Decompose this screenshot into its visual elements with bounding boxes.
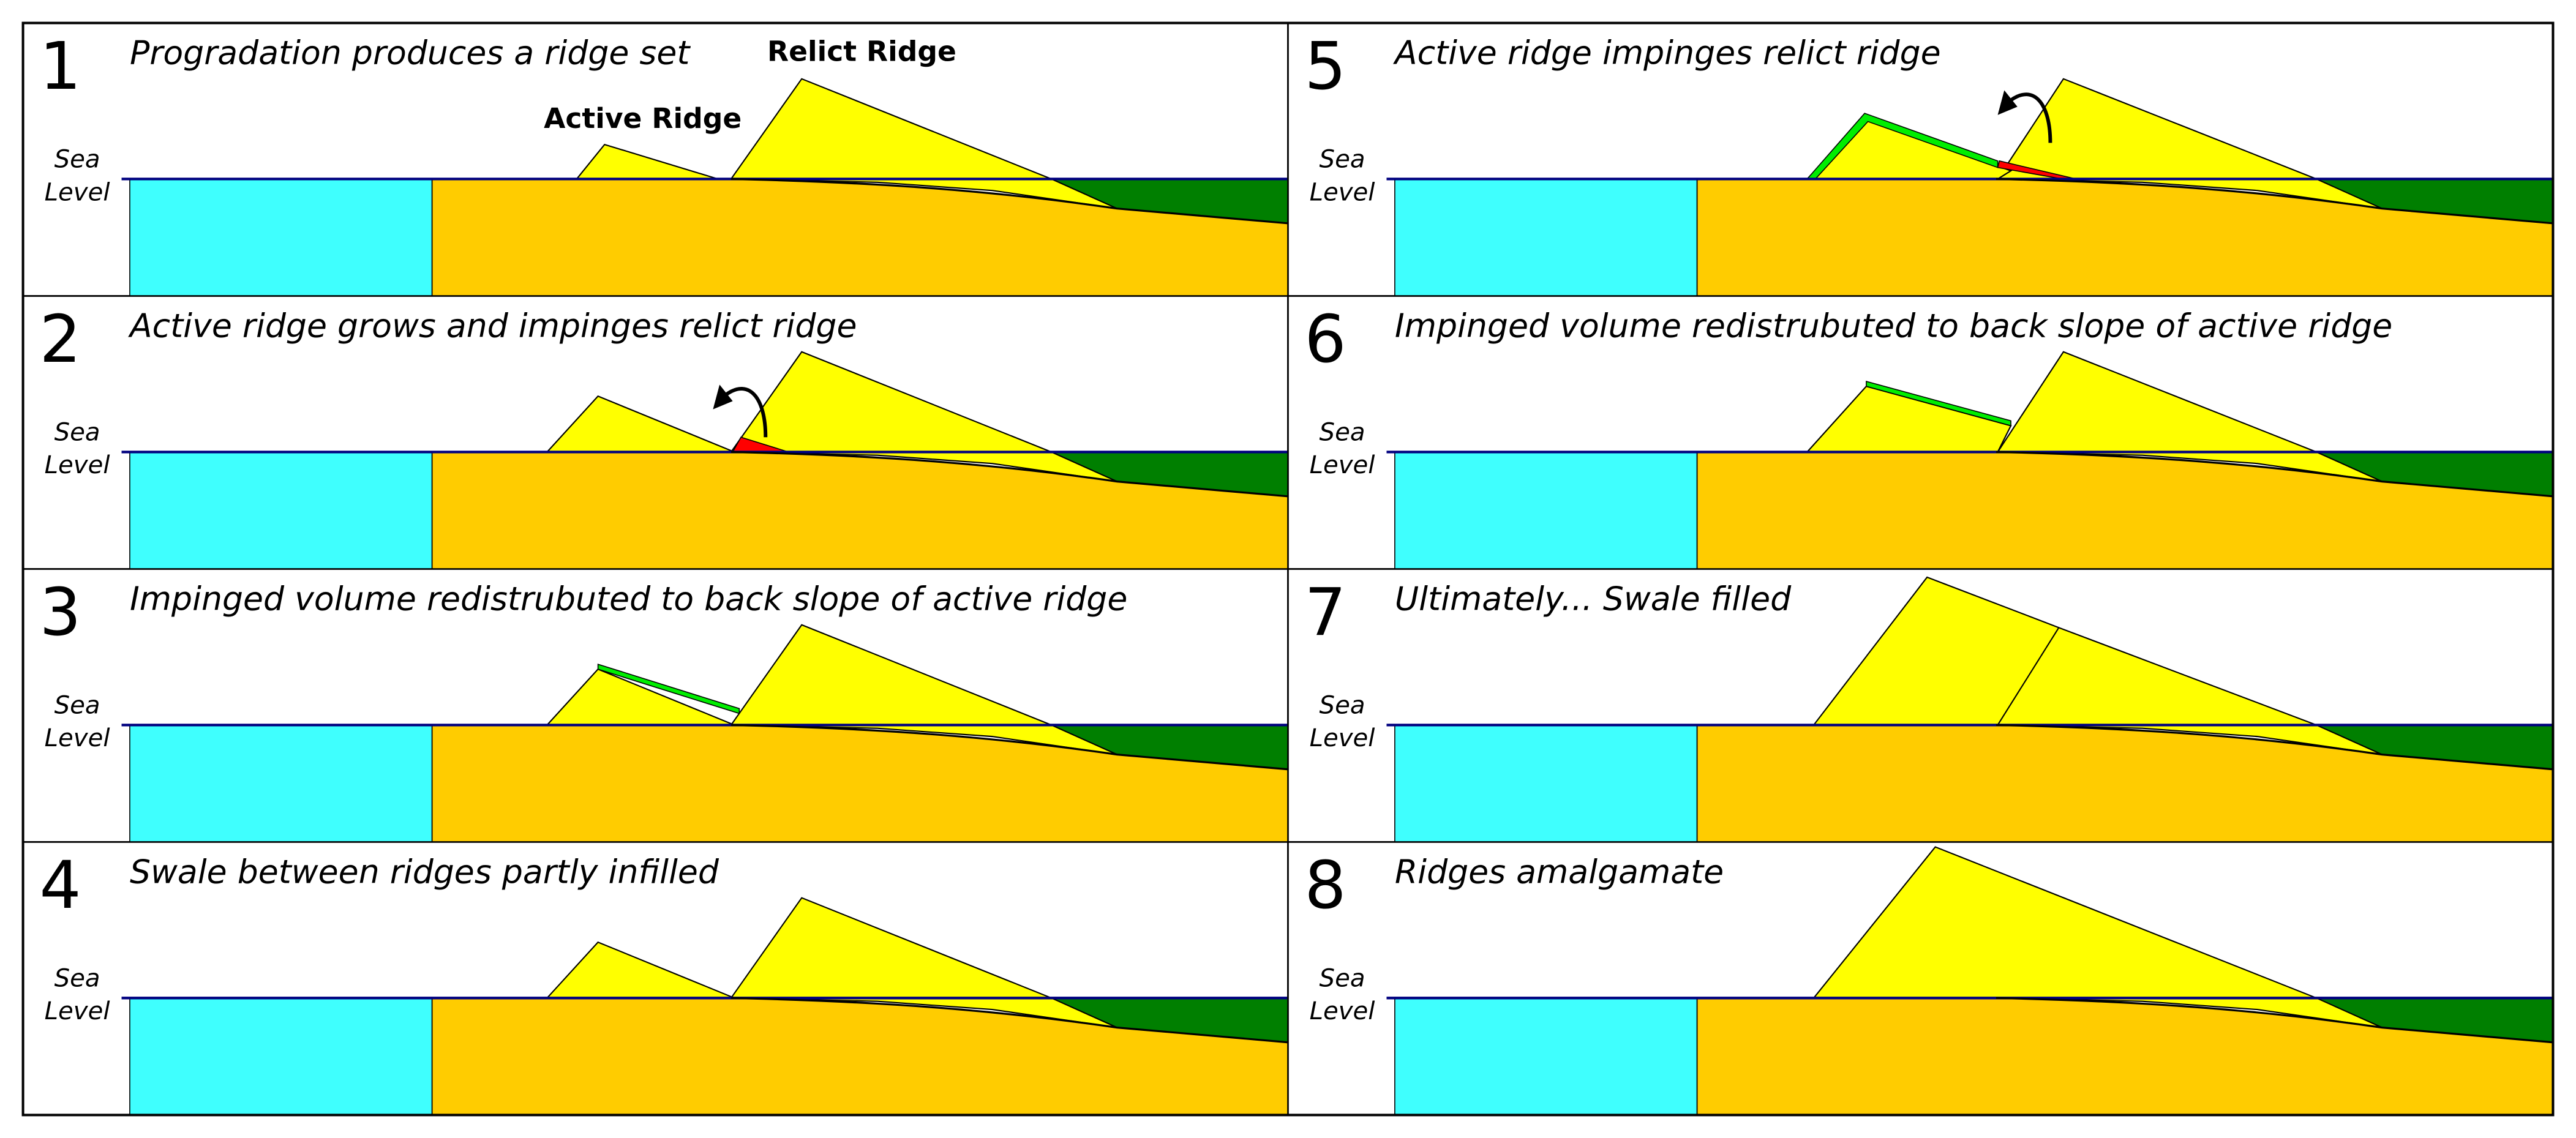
marine-deposit bbox=[2274, 725, 2553, 769]
sand-base bbox=[432, 725, 1288, 842]
marine-deposit bbox=[2274, 998, 2553, 1043]
sand-base bbox=[432, 179, 1288, 296]
sea-level-label: Sea bbox=[54, 419, 100, 447]
foreshore-surface bbox=[1996, 178, 2553, 225]
panel-6: 6 Impinged volume redistrubuted to back s… bbox=[1287, 295, 2554, 570]
foreshore-surface bbox=[730, 178, 1288, 225]
redistributed-layer bbox=[1866, 380, 2011, 427]
sea-level-label: Level bbox=[1310, 451, 1375, 479]
panel-caption: Ridges amalgamate bbox=[1395, 853, 1724, 891]
sea-level-label: Sea bbox=[54, 692, 100, 720]
sand-base bbox=[1697, 725, 2553, 842]
relict-ridge-label: Relict Ridge bbox=[767, 35, 956, 67]
foreshore-surface bbox=[1996, 724, 2553, 771]
panel-number: 5 bbox=[1304, 28, 1346, 105]
panel-caption: Active ridge impinges relict ridge bbox=[1393, 34, 1941, 72]
marine-deposit bbox=[1008, 452, 1288, 496]
lagoon bbox=[129, 724, 433, 843]
impinged-volume bbox=[1997, 160, 2084, 181]
arrowhead-icon bbox=[1997, 90, 2018, 115]
marine-deposit bbox=[1008, 725, 1288, 769]
panel-caption: Active ridge grows and impinges relict r… bbox=[128, 307, 857, 345]
sand-base bbox=[1697, 179, 2553, 296]
panel-number: 2 bbox=[39, 301, 81, 378]
sea-level-label: Level bbox=[1310, 997, 1375, 1025]
panel-caption: Swale between ridges partly infilled bbox=[130, 853, 719, 891]
sea-level-label: Sea bbox=[54, 146, 100, 174]
sea-level-label: Level bbox=[45, 724, 110, 752]
redistributed-layer bbox=[597, 663, 740, 714]
lagoon bbox=[1394, 724, 1698, 843]
panel-caption: Impinged volume redistrubuted to back sl… bbox=[1395, 307, 2392, 345]
sand-base bbox=[432, 998, 1288, 1115]
sand-base bbox=[1697, 998, 2553, 1115]
marine-deposit bbox=[1008, 179, 1288, 223]
sea-level-label: Sea bbox=[1320, 692, 1365, 720]
panel-caption: Progradation produces a ridge set bbox=[130, 34, 691, 72]
panel-number: 8 bbox=[1304, 847, 1346, 924]
lagoon bbox=[129, 451, 433, 570]
sand-base bbox=[1697, 452, 2553, 569]
panel-number: 6 bbox=[1304, 301, 1346, 378]
active-ridge-label: Active Ridge bbox=[544, 102, 742, 135]
marine-deposit bbox=[1008, 998, 1288, 1043]
marine-deposit bbox=[2274, 452, 2553, 496]
panel-number: 7 bbox=[1304, 574, 1346, 651]
figure-frame bbox=[21, 21, 2555, 1117]
sea-level-label: Level bbox=[45, 997, 110, 1025]
foreshore-surface bbox=[730, 451, 1288, 498]
panel-number: 3 bbox=[39, 574, 81, 651]
lagoon bbox=[1394, 997, 1698, 1116]
ridge-boundary bbox=[1997, 627, 2059, 725]
panel-3: 3 Impinged volume redistrubuted to back s… bbox=[22, 568, 1289, 843]
panel-number: 4 bbox=[39, 847, 81, 924]
panel-2: 2 Active ridge grows and impinges relict … bbox=[22, 295, 1289, 570]
redistribution-arrow-icon bbox=[725, 387, 768, 438]
sea-level-label: Sea bbox=[1320, 419, 1365, 447]
sea-level-label: Level bbox=[45, 451, 110, 479]
lagoon bbox=[129, 178, 433, 297]
lagoon bbox=[1394, 178, 1698, 297]
panel-number: 1 bbox=[39, 28, 81, 105]
redistribution-arrow-icon bbox=[2010, 92, 2052, 143]
sea-level-label: Level bbox=[1310, 724, 1375, 752]
foreshore-surface bbox=[730, 724, 1288, 771]
panel-caption: Impinged volume redistrubuted to back sl… bbox=[130, 580, 1127, 618]
lagoon bbox=[129, 997, 433, 1116]
foreshore-surface bbox=[1996, 451, 2553, 498]
panel-4: 4 Swale between ridges partly infilledSea… bbox=[22, 841, 1289, 1116]
arrowhead-icon bbox=[713, 384, 733, 410]
panel-5: 5 Active ridge impinges relict ridgeSeaLe… bbox=[1287, 22, 2554, 297]
sea-level-label: Level bbox=[1310, 178, 1375, 206]
sea-level-label: Sea bbox=[1320, 965, 1365, 993]
sea-level-label: Level bbox=[45, 178, 110, 206]
panel-1: 1 Progradation produces a ridge setSeaLev… bbox=[22, 22, 1289, 297]
sand-base bbox=[432, 452, 1288, 569]
foreshore-surface bbox=[730, 997, 1288, 1044]
foreshore-surface bbox=[1996, 997, 2553, 1044]
lagoon bbox=[1394, 451, 1698, 570]
sea-level-label: Sea bbox=[54, 965, 100, 993]
sea-level-label: Sea bbox=[1320, 146, 1365, 174]
panel-caption: Ultimately... Swale filled bbox=[1395, 580, 1792, 618]
marine-deposit bbox=[2274, 179, 2553, 223]
